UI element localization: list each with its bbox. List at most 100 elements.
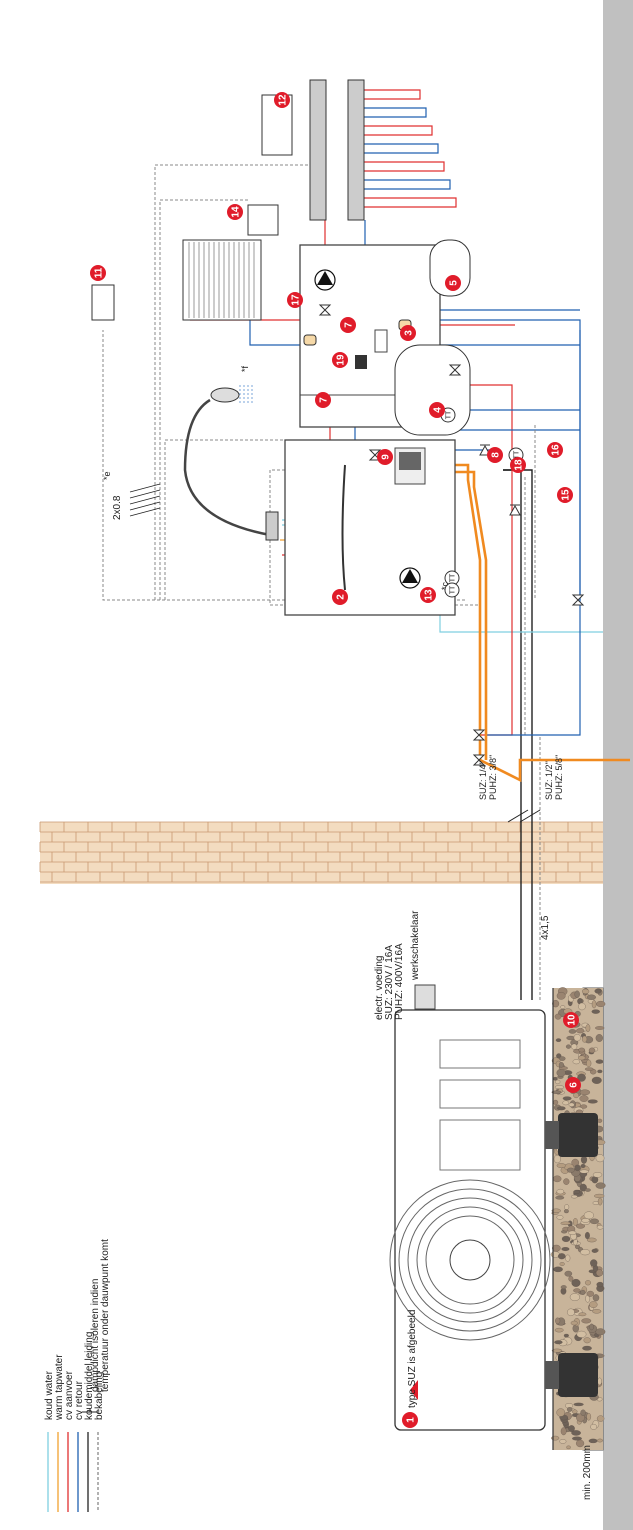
gravel-stone bbox=[588, 1047, 596, 1054]
badge-circle bbox=[402, 1412, 418, 1428]
legend-note: dampdicht isoleren indien bbox=[90, 1279, 101, 1392]
hydrobox-casing bbox=[284, 439, 456, 616]
gravel-stone bbox=[551, 1090, 562, 1094]
shower-hose bbox=[183, 398, 271, 537]
gravel-stone bbox=[571, 1430, 581, 1436]
badge-room-unit: 14 bbox=[227, 204, 243, 220]
gravel-stone bbox=[556, 1408, 566, 1417]
gravel-stone bbox=[565, 1254, 571, 1262]
gravel-stone bbox=[590, 1423, 598, 1430]
badge-wireless-a: 11 bbox=[90, 265, 106, 281]
gravel-stone bbox=[558, 1062, 564, 1068]
legend-label: cv aanvoer bbox=[64, 1370, 75, 1420]
legend-label: bekabeling bbox=[94, 1372, 105, 1420]
gravel-stone bbox=[595, 1026, 605, 1030]
gravel-stone bbox=[568, 1230, 577, 1235]
valve bbox=[472, 729, 486, 741]
sensor-label: TT bbox=[446, 410, 453, 419]
gravel-stone bbox=[597, 1118, 603, 1123]
gravel-stone bbox=[586, 1290, 594, 1297]
spec-tick bbox=[519, 809, 541, 823]
gravel-stone bbox=[571, 1194, 578, 1199]
room-unit bbox=[247, 204, 279, 236]
brand-logo bbox=[410, 1380, 418, 1400]
gravel-stone bbox=[579, 1095, 589, 1102]
gravel-stone bbox=[594, 988, 602, 994]
gravel-stone bbox=[589, 1218, 599, 1225]
gravel-stone bbox=[556, 1163, 566, 1168]
ground-bar bbox=[603, 0, 633, 1530]
gravel-stone bbox=[560, 1005, 566, 1009]
gravel-stone bbox=[580, 1289, 586, 1295]
gravel-stone bbox=[574, 990, 580, 999]
tank-handle bbox=[374, 329, 388, 353]
fan-hub bbox=[449, 1239, 491, 1281]
gravel-stone bbox=[572, 1436, 582, 1441]
pipe-spec: PUHZ: 3/8'' bbox=[488, 754, 498, 800]
gravel-stone bbox=[562, 1096, 572, 1101]
cable-tick bbox=[129, 501, 161, 511]
badge-hydrobox: 2 bbox=[332, 589, 348, 605]
badge-number: 11 bbox=[94, 267, 105, 278]
pump-arrow bbox=[317, 271, 333, 285]
cable-tick bbox=[129, 483, 161, 493]
gravel-stone bbox=[589, 1301, 598, 1308]
gravel-stone bbox=[597, 1377, 602, 1386]
gravel-stone bbox=[566, 1407, 573, 1412]
three-way-valve bbox=[318, 304, 332, 316]
shower-mixer bbox=[265, 511, 279, 541]
badge-valve: 19 bbox=[332, 352, 348, 368]
radiator bbox=[182, 239, 262, 321]
badge-filter: 6 bbox=[565, 1077, 581, 1093]
gravel-stone bbox=[573, 1034, 581, 1042]
gravel-stone bbox=[560, 1285, 567, 1290]
cv-return bbox=[249, 320, 580, 346]
badge-circle bbox=[557, 487, 573, 503]
gravel-stone bbox=[568, 1275, 574, 1282]
spec-tick bbox=[507, 809, 529, 823]
valve-body bbox=[448, 364, 462, 376]
badge-circle bbox=[287, 292, 303, 308]
badge-circle bbox=[274, 92, 290, 108]
gravel-stone bbox=[578, 1047, 585, 1053]
sensor-label: TT bbox=[450, 573, 457, 582]
gravel-stone bbox=[578, 1002, 586, 1011]
gravel-stone bbox=[572, 1409, 578, 1414]
cable-tick bbox=[129, 489, 161, 499]
gravel-stone bbox=[556, 1188, 565, 1195]
gravel-stone bbox=[573, 1402, 584, 1407]
gravel-stone bbox=[553, 1266, 563, 1273]
cv-return bbox=[440, 319, 581, 600]
gravel-stone bbox=[552, 1000, 560, 1008]
manifold-bar bbox=[347, 79, 365, 221]
gravel-stone bbox=[576, 1223, 585, 1229]
fan-grille bbox=[407, 1197, 533, 1323]
badge-controller: 9 bbox=[377, 449, 393, 465]
gravel-stone bbox=[574, 1164, 581, 1172]
cable-note: *e bbox=[102, 471, 112, 480]
valve bbox=[448, 364, 462, 376]
badge-sensor-b: 16 bbox=[547, 442, 563, 458]
badge-number: 1 bbox=[406, 1417, 417, 1423]
badge-circle bbox=[445, 275, 461, 291]
cable-spec: 2x0.8 bbox=[112, 495, 123, 520]
badge-circle bbox=[315, 392, 331, 408]
gravel-stone bbox=[556, 1215, 564, 1220]
gravel-stone bbox=[554, 1013, 562, 1020]
gravel-stone bbox=[553, 1077, 558, 1081]
gravel-stone bbox=[564, 1204, 570, 1211]
badge-buffer: 4 bbox=[429, 402, 445, 418]
gravel-stone bbox=[585, 1280, 591, 1286]
manifold-bar bbox=[309, 79, 327, 221]
badge-number: 6 bbox=[569, 1082, 580, 1088]
badge-circle bbox=[510, 457, 526, 473]
badge-number: 5 bbox=[449, 280, 460, 286]
refrigerant-flex bbox=[440, 463, 630, 783]
gravel-stone bbox=[573, 1288, 581, 1293]
gravel-stone bbox=[555, 1038, 562, 1042]
refrigerant-flex bbox=[440, 470, 488, 760]
gravel-stone bbox=[582, 1345, 592, 1351]
gravel-stone bbox=[565, 1044, 571, 1049]
gravel-stone bbox=[591, 1248, 598, 1253]
